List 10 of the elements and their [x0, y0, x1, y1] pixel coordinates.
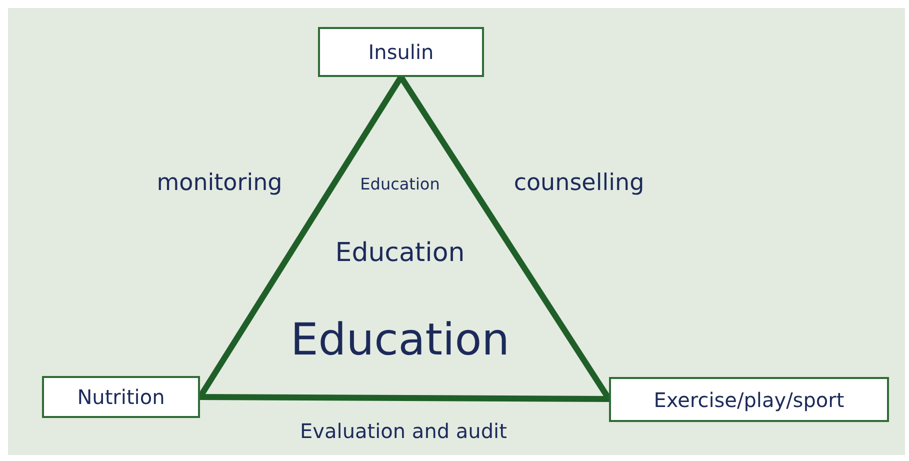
- edge-label: Evaluation and audit: [300, 419, 507, 443]
- connector-line: [200, 394, 610, 402]
- education-text: Education: [290, 314, 510, 366]
- label-box: Insulin: [318, 27, 484, 77]
- education-text: Education: [335, 238, 465, 268]
- label-box: Exercise/play/sport: [609, 377, 889, 422]
- edge-label: monitoring: [156, 170, 282, 196]
- edge-label: counselling: [514, 170, 644, 196]
- education-text: Education: [360, 174, 440, 194]
- label-box: Nutrition: [42, 376, 200, 418]
